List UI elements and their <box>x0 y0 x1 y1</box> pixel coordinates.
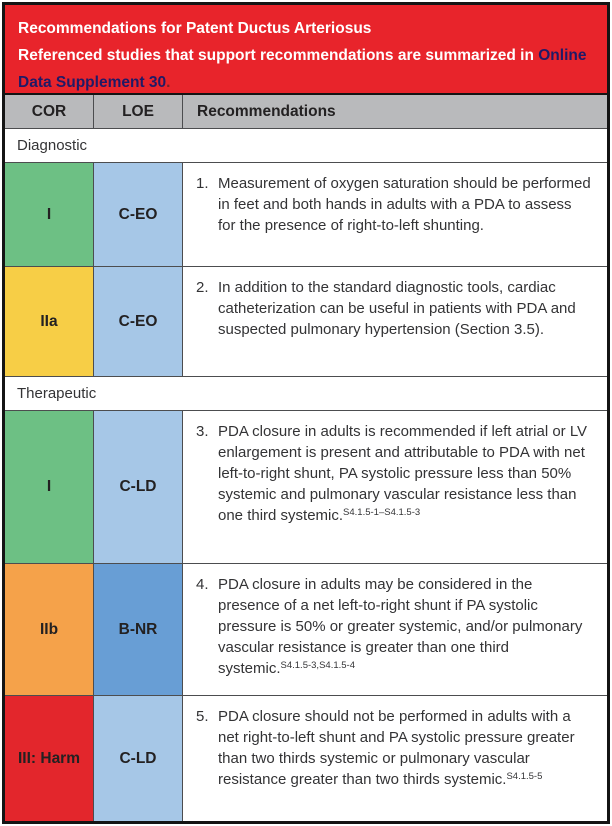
recommendation-text: Measurement of oxygen saturation should … <box>218 173 591 256</box>
table-subtitle: Referenced studies that support recommen… <box>18 42 594 96</box>
recommendation-row: 4. PDA closure in adults may be consider… <box>183 563 607 695</box>
table-title-banner: Recommendations for Patent Ductus Arteri… <box>5 5 607 95</box>
loe-badge: C-EO <box>94 162 183 266</box>
recommendation-body: PDA closure in adults is recommended if … <box>218 423 588 524</box>
subtitle-text: Referenced studies that support recommen… <box>18 47 539 64</box>
recommendation-number: 3. <box>196 423 209 440</box>
recommendation-row: 3. PDA closure in adults is recommended … <box>183 410 607 563</box>
loe-badge: C-EO <box>94 266 183 376</box>
recommendation-text: PDA closure in adults is recommended if … <box>218 421 591 553</box>
recommendation-number: 2. <box>196 279 209 296</box>
column-header-recommendations: Recommendations <box>183 95 607 128</box>
recommendation-number: 1. <box>196 175 209 192</box>
column-header-cor: COR <box>5 95 94 128</box>
recommendation-row: 1. Measurement of oxygen saturation shou… <box>183 162 607 266</box>
recommendation-row: 2. In addition to the standard diagnosti… <box>183 266 607 376</box>
cor-badge: III: Harm <box>5 695 94 821</box>
recommendation-number: 5. <box>196 708 209 725</box>
reference-superscript: S4.1.5-5 <box>506 771 543 782</box>
cor-badge: IIb <box>5 563 94 695</box>
recommendation-row: 5. PDA closure should not be performed i… <box>183 695 607 821</box>
loe-badge: C-LD <box>94 410 183 563</box>
recommendation-body: PDA closure in adults may be considered … <box>218 576 583 677</box>
online-data-supplement-link[interactable]: Online Data Supplement 30 <box>18 47 587 91</box>
section-header-therapeutic: Therapeutic <box>5 376 607 410</box>
recommendation-text: PDA closure in adults may be considered … <box>218 574 591 685</box>
cor-badge: I <box>5 410 94 563</box>
subtitle-period: . <box>166 74 171 91</box>
recommendation-body: In addition to the standard diagnostic t… <box>218 279 576 338</box>
recommendation-text: PDA closure should not be performed in a… <box>218 706 591 811</box>
loe-badge: B-NR <box>94 563 183 695</box>
recommendations-grid: COR LOE Recommendations Diagnostic I C-E… <box>5 95 607 821</box>
cor-badge: I <box>5 162 94 266</box>
recommendation-number: 4. <box>196 576 209 593</box>
loe-badge: C-LD <box>94 695 183 821</box>
recommendation-text: In addition to the standard diagnostic t… <box>218 277 591 366</box>
reference-superscript: S4.1.5-3,S4.1.5-4 <box>280 660 355 671</box>
recommendation-body: PDA closure should not be performed in a… <box>218 708 575 788</box>
table-title: Recommendations for Patent Ductus Arteri… <box>18 20 372 37</box>
recommendation-body: Measurement of oxygen saturation should … <box>218 175 591 234</box>
section-header-diagnostic: Diagnostic <box>5 128 607 162</box>
column-header-loe: LOE <box>94 95 183 128</box>
cor-badge: IIa <box>5 266 94 376</box>
reference-superscript: S4.1.5-1–S4.1.5-3 <box>343 507 421 518</box>
